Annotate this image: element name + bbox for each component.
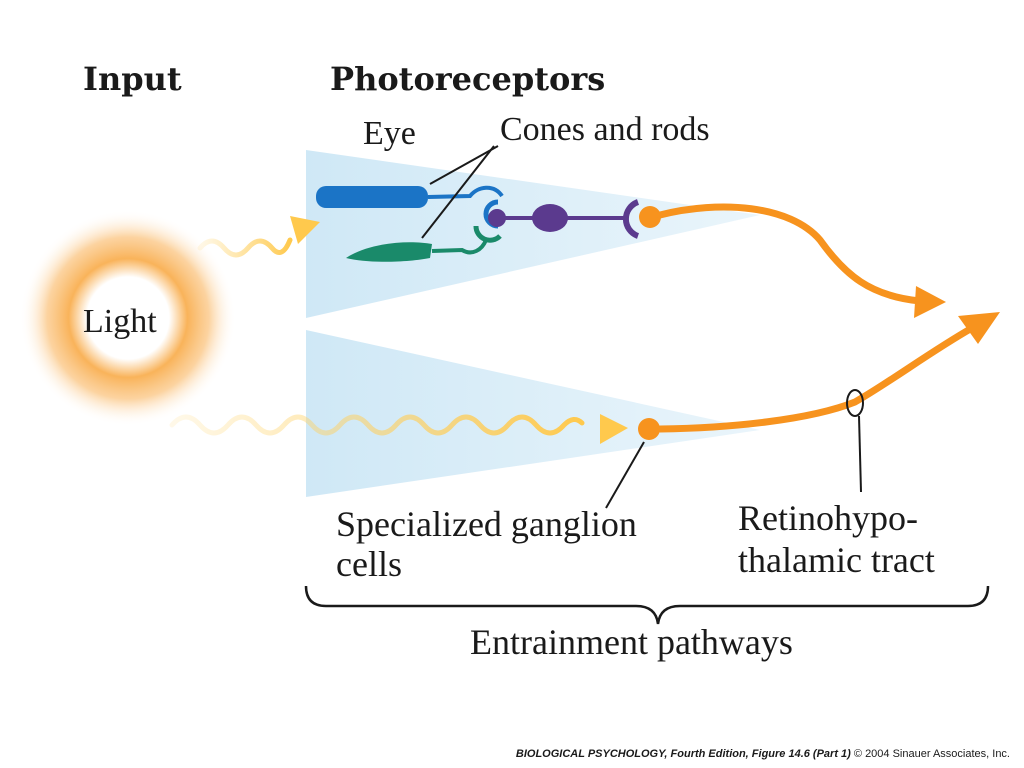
credit-copyright: © 2004 Sinauer Associates, Inc.: [853, 748, 1010, 760]
tract-leader: [858, 415, 862, 493]
ganglion-label-line2: cells: [336, 544, 402, 584]
cones-leader-2: [421, 145, 495, 239]
bipolar-cell: [488, 199, 640, 239]
light-wave-top: [197, 237, 293, 258]
bipolar-terminal: [622, 199, 640, 239]
eye-label: Eye: [363, 115, 416, 152]
pathway-top: [656, 203, 924, 305]
cones-rods-label: Cones and rods: [500, 111, 710, 148]
input-heading: Input: [83, 60, 182, 98]
retinal-ganglion-cell: [639, 206, 661, 228]
pathway-bottom: [656, 324, 976, 433]
light-wave-bottom: [169, 414, 585, 436]
light-wave-top-arrowhead: [290, 216, 320, 244]
cone-cell: [316, 186, 428, 208]
pathways-brace: [304, 585, 990, 625]
ganglion-label-line1: Specialized ganglion: [336, 504, 637, 544]
light-wave-bottom-arrowhead: [600, 414, 628, 444]
tract-marker: [846, 389, 864, 417]
rod-terminal: [473, 225, 502, 243]
cone-axon: [427, 185, 504, 199]
credit-title: BIOLOGICAL PSYCHOLOGY, Fourth Edition, F…: [515, 748, 851, 760]
pathway-bottom-arrowhead: [958, 312, 1000, 344]
ganglion-leader: [605, 441, 645, 509]
light-label: Light: [83, 303, 157, 340]
tract-label-line2: thalamic tract: [738, 540, 935, 580]
rod-cell: [346, 242, 432, 262]
photoreceptor-cells: [316, 185, 504, 262]
ganglion-wedge: [306, 330, 760, 497]
cones-leader-1: [429, 145, 499, 185]
specialized-ganglion-cell: [638, 418, 660, 440]
pathway-top-arrowhead: [914, 286, 946, 318]
rod-axon: [431, 239, 488, 255]
bipolar-soma: [532, 204, 568, 232]
brace-label: Entrainment pathways: [470, 622, 793, 662]
tract-label-line1: Retinohypo-: [738, 498, 918, 538]
photoreceptors-heading: Photoreceptors: [330, 60, 605, 98]
figure-credit: BIOLOGICAL PSYCHOLOGY, Fourth Edition, F…: [516, 748, 1010, 760]
eye-wedge: [306, 150, 760, 318]
light-source: [20, 210, 236, 426]
